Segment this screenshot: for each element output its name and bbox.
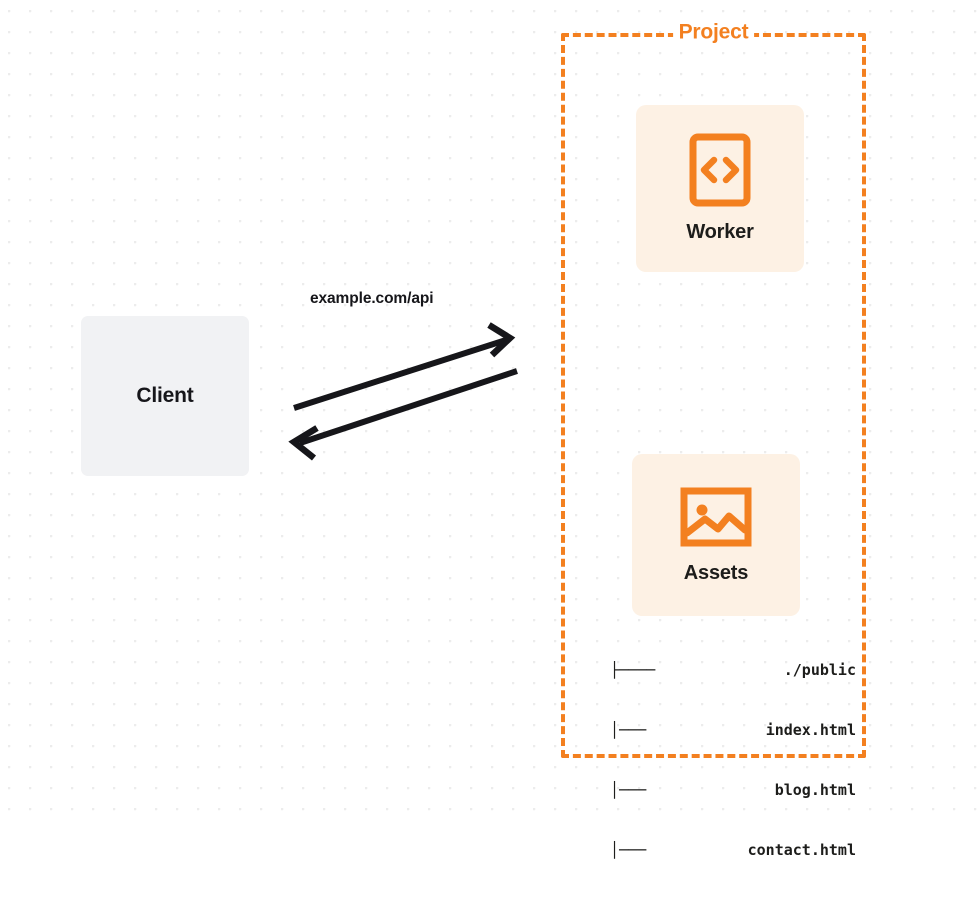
tree-branch: │─── xyxy=(610,781,647,799)
project-title: Project xyxy=(672,20,755,45)
tree-branch: │─── xyxy=(610,841,647,859)
code-brackets-icon xyxy=(689,133,751,207)
tree-branch: ├──── xyxy=(610,661,656,679)
client-label: Client xyxy=(136,384,194,407)
connection-label: example.com/api xyxy=(310,290,434,307)
worker-label: Worker xyxy=(686,221,754,243)
file-tree-row: ├──── ./public xyxy=(610,660,860,680)
file-tree-row: │─── index.html xyxy=(610,720,860,740)
file-tree-row: │─── contact.html xyxy=(610,840,860,860)
tree-item-name: index.html xyxy=(765,721,856,739)
assets-card[interactable]: Assets xyxy=(632,454,800,616)
assets-file-tree: ├──── ./public │─── index.html │─── blog… xyxy=(610,620,860,900)
tree-item-name: blog.html xyxy=(774,781,856,799)
project-container: Project Worker Assets xyxy=(561,20,866,859)
request-arrow-line xyxy=(293,337,507,411)
tree-item-name: contact.html xyxy=(747,841,856,859)
assets-label: Assets xyxy=(683,561,749,584)
image-icon xyxy=(680,486,752,548)
tree-item-name: ./public xyxy=(783,661,856,679)
worker-card[interactable]: Worker xyxy=(636,105,804,272)
tree-branch: │─── xyxy=(610,721,647,739)
diagram-canvas: Client example.com/api Project Worker xyxy=(0,0,980,859)
request-arrow-head xyxy=(487,322,516,358)
response-arrow-head xyxy=(288,425,319,461)
response-arrow-line xyxy=(299,368,518,446)
file-tree-row: │─── blog.html xyxy=(610,780,860,800)
client-node[interactable]: Client xyxy=(81,316,249,476)
